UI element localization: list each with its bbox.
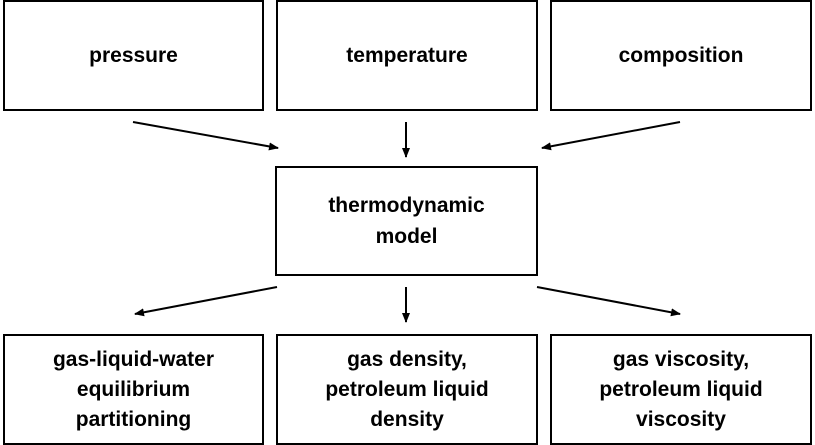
model-box: thermodynamic model (275, 166, 538, 276)
output-partitioning-line-1: gas-liquid-water (52, 347, 215, 371)
input-label-pressure: pressure (89, 43, 178, 67)
output-density-line-1: gas density, (347, 347, 467, 371)
output-box-partitioning: gas-liquid-water equilibrium partitionin… (3, 334, 264, 445)
output-box-viscosity: gas viscosity, petroleum liquid viscosit… (550, 334, 812, 445)
arrow-pressure-to-model (132, 121, 279, 151)
arrow-composition-to-model (541, 121, 681, 151)
output-partitioning-line-3: partitioning (75, 407, 192, 431)
input-box-temperature: temperature (276, 0, 538, 111)
input-box-pressure: pressure (3, 0, 264, 111)
input-box-composition: composition (550, 0, 812, 111)
output-density-line-3: density (370, 407, 444, 431)
output-viscosity-line-3: viscosity (636, 407, 726, 431)
output-partitioning-line-2: equilibrium (76, 377, 191, 401)
output-viscosity-line-1: gas viscosity, (612, 347, 750, 371)
arrow-model-to-viscosity (536, 286, 681, 317)
output-density-line-2: petroleum liquid (325, 377, 489, 401)
output-viscosity-line-2: petroleum liquid (599, 377, 763, 401)
input-label-temperature: temperature (346, 43, 468, 67)
input-label-composition: composition (618, 43, 744, 67)
output-box-density: gas density, petroleum liquid density (276, 334, 538, 445)
model-label-line-1: thermodynamic (328, 194, 485, 217)
arrow-model-to-partitioning (134, 286, 278, 317)
model-label-line-2: model (375, 225, 438, 248)
